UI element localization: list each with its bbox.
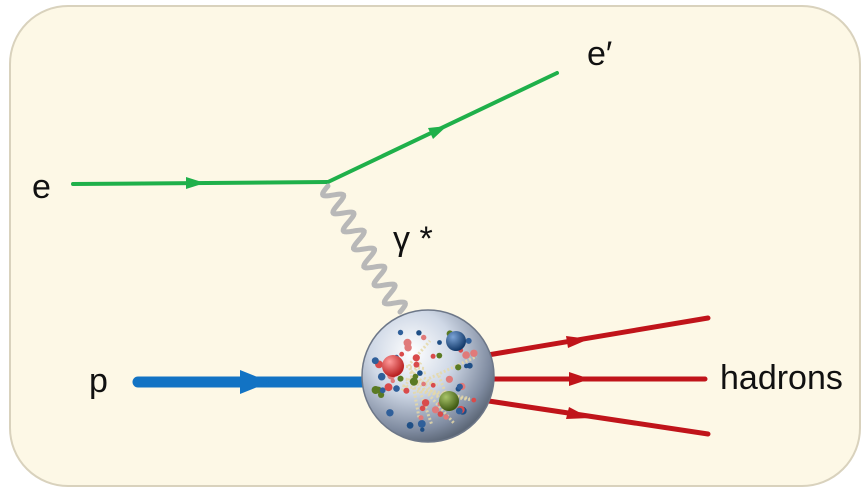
sea-parton [420, 427, 425, 432]
sea-parton [430, 353, 436, 359]
gluon-tube [436, 372, 447, 394]
sea-parton [386, 409, 394, 417]
valence-quark-blue-icon [446, 331, 466, 351]
hadron-lines [479, 315, 711, 437]
hadron-arrow-lower-icon [566, 407, 590, 419]
sea-parton [419, 405, 426, 412]
sea-parton [471, 397, 477, 403]
background-panel [9, 5, 861, 487]
sea-parton [416, 330, 422, 336]
hadron-arrow-middle-icon [569, 372, 590, 386]
label-proton: p [89, 362, 108, 400]
sea-parton [397, 329, 404, 336]
sea-parton [403, 387, 410, 394]
gluon-tube [428, 355, 478, 380]
sea-parton [421, 399, 430, 407]
label-virtual-photon: γ * [393, 220, 433, 258]
sea-parton [431, 406, 440, 414]
virtual-photon-line [320, 183, 408, 315]
hadron-line-lower [479, 397, 711, 437]
gluon-tube [416, 389, 473, 402]
sea-parton [455, 407, 463, 415]
sea-parton [437, 340, 442, 345]
hadron-arrow-upper-icon [566, 336, 589, 348]
incoming-electron-line [71, 177, 330, 189]
hadron-line-upper [479, 315, 711, 359]
sea-parton [445, 375, 453, 383]
proton-structure-icon [361, 309, 495, 443]
sea-parton [378, 391, 385, 398]
sea-parton [436, 352, 443, 359]
sea-parton [462, 351, 470, 359]
sea-parton [390, 378, 395, 384]
sea-parton [418, 415, 424, 421]
valence-quark-red-icon [382, 355, 404, 377]
label-hadrons: hadrons [720, 359, 843, 397]
gluon-tube [400, 361, 423, 392]
sea-parton [465, 337, 472, 344]
gluon-tube [403, 364, 425, 370]
proton-arrow-icon [240, 370, 270, 394]
sea-parton [397, 375, 404, 382]
sea-parton [417, 420, 426, 428]
sea-parton [384, 383, 393, 392]
gluon-tube [422, 376, 437, 387]
sea-parton [371, 386, 380, 394]
sea-parton [379, 387, 386, 394]
sea-parton [470, 349, 478, 357]
incoming-electron-arrow-icon [186, 177, 205, 189]
label-incoming-electron: e [32, 168, 51, 206]
valence-quark-green-icon [439, 391, 459, 411]
sea-parton [456, 383, 463, 390]
sea-parton [421, 381, 426, 387]
label-outgoing-electron: e′ [587, 35, 613, 73]
gluon-tube [402, 384, 471, 400]
sea-parton [404, 344, 412, 352]
sea-parton [430, 382, 436, 388]
proton-line [132, 370, 378, 394]
sea-parton [377, 372, 386, 381]
sea-parton [437, 411, 444, 417]
sea-parton [409, 377, 418, 386]
sea-parton [399, 351, 405, 357]
outgoing-electron-line [326, 71, 559, 184]
sea-parton [371, 357, 379, 365]
sea-parton [421, 334, 427, 341]
sea-parton [443, 414, 449, 420]
sea-parton [393, 385, 400, 392]
sea-parton [455, 364, 462, 371]
gluon-tube [407, 363, 421, 418]
sea-parton [412, 354, 420, 362]
outgoing-electron-arrow-icon [428, 126, 447, 139]
sea-parton [406, 422, 414, 429]
sea-parton [466, 362, 473, 369]
sea-parton [417, 370, 423, 376]
sea-parton [413, 361, 420, 368]
hadron-line-middle [485, 372, 708, 386]
